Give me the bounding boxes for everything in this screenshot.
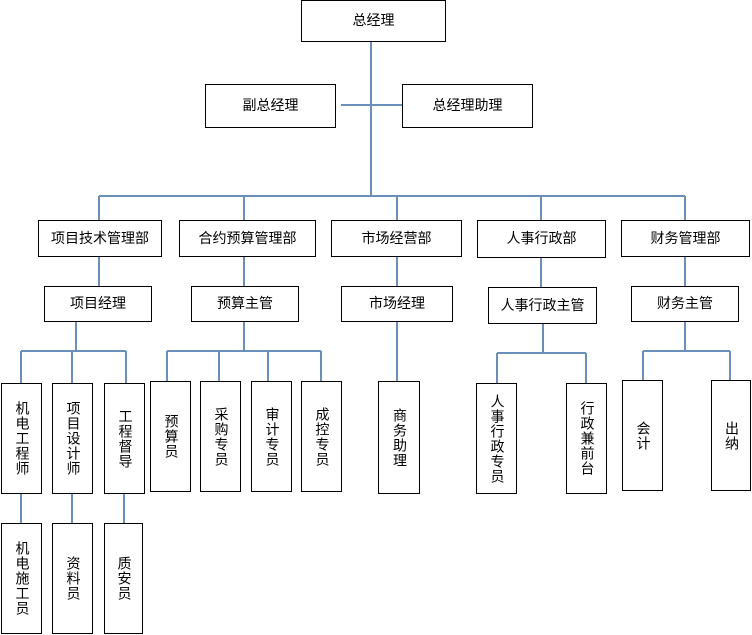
node-dept-4: 人事行政部 [477,220,606,258]
node-staff-4-1: 人事行政专员 [476,383,517,494]
node-substaff-1-3: 质安员 [104,523,143,634]
node-manager-5: 财务主管 [631,286,739,322]
node-staff-4-2: 行政兼前台 [566,383,607,494]
node-assistant-1: 副总经理 [205,84,336,128]
node-manager-2: 预算主管 [191,286,299,322]
node-substaff-1-2: 资料员 [52,523,93,634]
node-manager-3: 市场经理 [341,286,453,322]
node-staff-2-4: 成控专员 [301,381,342,492]
node-staff-1-1: 机电工程师 [1,383,42,494]
node-dept-1: 项目技术管理部 [38,220,162,257]
node-staff-5-2: 出纳 [711,380,751,491]
node-dept-5: 财务管理部 [621,220,750,257]
node-dept-2: 合约预算管理部 [179,220,316,257]
node-staff-1-2: 项目设计师 [52,383,93,494]
node-manager-4: 人事行政主管 [488,287,597,324]
node-manager-1: 项目经理 [44,286,152,322]
node-staff-2-3: 审计专员 [251,381,292,492]
node-substaff-1-1: 机电施工员 [1,523,42,634]
node-staff-1-3: 工程督导 [104,383,145,494]
node-assistant-2: 总经理助理 [402,84,533,128]
node-staff-2-1: 预算员 [150,381,191,492]
node-dept-3: 市场经营部 [331,220,462,257]
node-staff-5-1: 会计 [622,380,663,491]
connectors-group [20,42,731,523]
node-root: 总经理 [301,0,446,42]
node-staff-2-2: 采购专员 [200,381,241,492]
node-staff-3-1: 商务助理 [378,381,420,494]
